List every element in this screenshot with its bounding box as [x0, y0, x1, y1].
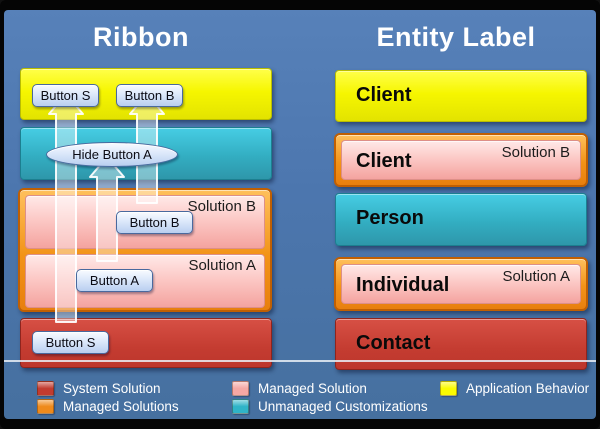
legend-item-managed-solutions: Managed Solutions	[37, 399, 179, 414]
entity-bar-label: Individual	[356, 274, 450, 296]
entity-bar-individual-solution-a: Individual Solution A	[334, 257, 588, 311]
entity-bar-inner: Client Solution B	[341, 140, 581, 180]
solution-b-tag: Solution B	[187, 198, 256, 215]
legend-item-managed-solution: Managed Solution	[232, 381, 367, 396]
hide-button-a-pill: Hide Button A	[46, 142, 178, 167]
managed-solution-swatch	[232, 381, 249, 396]
solution-a-tag: Solution A	[188, 257, 256, 274]
button-b-rendered: Button B	[116, 84, 183, 107]
legend-item-unmanaged-customizations: Unmanaged Customizations	[232, 399, 428, 414]
entity-bar-client-solution-b: Client Solution B	[334, 133, 588, 187]
legend-divider	[4, 360, 596, 362]
entity-bar-label: Client	[356, 84, 412, 106]
entity-bar-label: Contact	[356, 332, 431, 354]
legend-label: Managed Solution	[258, 381, 367, 396]
legend-item-system-solution: System Solution	[37, 381, 161, 396]
legend-label: Managed Solutions	[63, 399, 179, 414]
entity-bar-inner: Individual Solution A	[341, 264, 581, 304]
legend-label: System Solution	[63, 381, 161, 396]
entity-bar-label: Person	[356, 207, 424, 229]
system-solution-swatch	[37, 381, 54, 396]
legend-label: Unmanaged Customizations	[258, 399, 428, 414]
entity-label-column-title: Entity Label	[376, 22, 536, 52]
button-s-rendered: Button S	[32, 84, 99, 107]
button-a-solution-a: Button A	[76, 269, 153, 292]
legend-item-application-behavior: Application Behavior	[440, 381, 589, 396]
application-behavior-swatch	[440, 381, 457, 396]
unmanaged-customizations-swatch	[232, 399, 249, 414]
ribbon-column-title: Ribbon	[93, 22, 189, 52]
solution-b-tag: Solution B	[501, 144, 570, 161]
button-s-system: Button S	[32, 331, 109, 354]
legend-label: Application Behavior	[466, 381, 590, 396]
button-b-solution-b: Button B	[116, 211, 193, 234]
solution-a-tag: Solution A	[502, 268, 570, 285]
entity-bar-contact-system: Contact	[335, 318, 587, 370]
ribbon-managed-solutions-container: Solution B Solution A	[18, 188, 272, 312]
entity-bar-client-app-behavior: Client	[335, 70, 587, 122]
entity-bar-person-unmanaged: Person	[335, 193, 587, 246]
slide-background: Ribbon Entity Label Solution B Solution …	[4, 10, 596, 419]
entity-bar-label: Client	[356, 150, 412, 172]
managed-solutions-swatch	[37, 399, 54, 414]
